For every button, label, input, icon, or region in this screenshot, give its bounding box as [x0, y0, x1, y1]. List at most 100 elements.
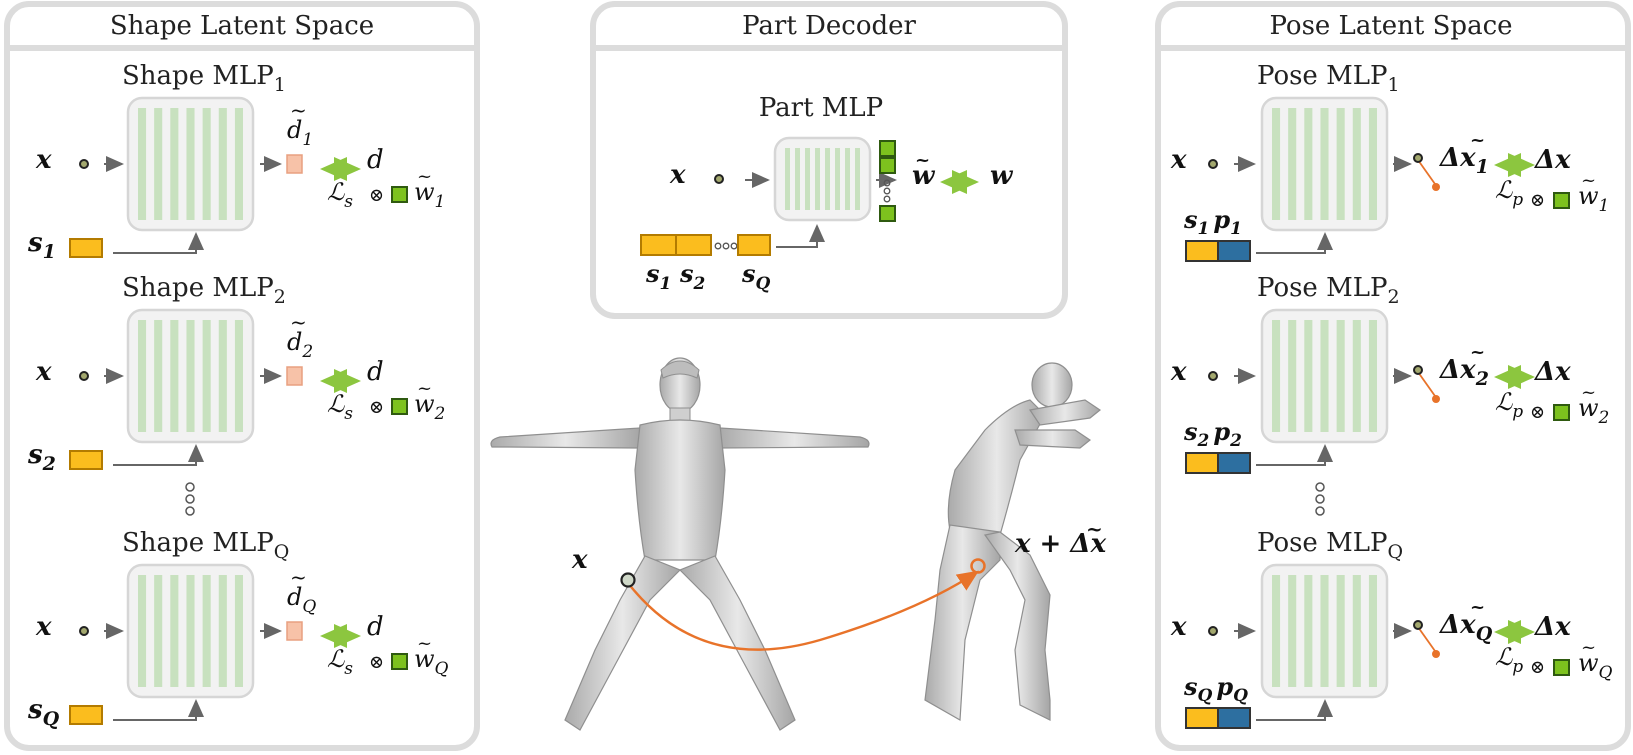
shape-panel-title: Shape Latent Space [110, 11, 374, 41]
mlp-stripe [154, 320, 163, 432]
weight-cell [879, 205, 896, 222]
mlp-stripe [138, 320, 147, 432]
input-point-icon [1208, 159, 1218, 169]
shape-latent-label: s1 [27, 228, 56, 263]
pose-input-x: x [1170, 357, 1187, 387]
shape-mlp-title: Shape MLP1 [122, 61, 286, 96]
pose-latent-code [1217, 707, 1251, 729]
mlp-stripe [186, 108, 195, 220]
latent-ellipsis-dot [722, 242, 730, 250]
tilde-mark: ~ [290, 565, 307, 589]
mlp-stripe [1320, 320, 1329, 432]
shape-latent-code [1185, 452, 1219, 474]
shape-latent-code [69, 238, 103, 258]
shape-latent-label: s2 [27, 440, 56, 475]
svg-text:x + Δx: x + Δx [1014, 529, 1107, 559]
weight-ellipsis-dot [883, 187, 891, 195]
mlp-stripe [1336, 320, 1345, 432]
tilde-mark: ~ [417, 633, 432, 654]
tilde-mark: ~ [290, 98, 307, 122]
pose-latent-code [1217, 240, 1251, 262]
mlp-stripe [845, 148, 850, 210]
mlp-stripe [1272, 108, 1281, 220]
sdf-target-label: d [367, 145, 384, 175]
mlp-stripe [138, 575, 147, 687]
displacement-start-dot [1413, 620, 1423, 630]
sdf-pred-label: dQ [287, 583, 316, 617]
tilde-mark: ~ [1470, 597, 1485, 618]
shape-ellipsis [185, 482, 195, 516]
tilde-mark: ~ [1581, 170, 1596, 191]
weight-square [391, 653, 408, 670]
mlp-stripe [1304, 320, 1313, 432]
weight-square [391, 398, 408, 415]
shape-mlp-title: Shape MLP2 [122, 273, 286, 308]
mlp-stripe [1272, 575, 1281, 687]
shape-loss-label: ℒs [327, 178, 353, 212]
mlp-stripe [186, 575, 195, 687]
sdf-target-label: d [367, 612, 384, 642]
latent-ellipsis-dot [730, 242, 738, 250]
shape-loss-label: ℒs [327, 390, 353, 424]
displacement-line [1417, 159, 1436, 185]
tilde-mark: ~ [1470, 130, 1485, 151]
displacement-line [1417, 626, 1436, 652]
tilde-mark: ~ [1581, 637, 1596, 658]
otimes-icon: ⊗ [1530, 657, 1545, 678]
mlp-stripe [186, 320, 195, 432]
input-point-icon [1208, 371, 1218, 381]
shape-weight-label: wQ [414, 645, 449, 679]
mlp-stripe [835, 148, 840, 210]
shape-mlp-box [126, 563, 255, 699]
pose-mlp-title: Pose MLPQ [1257, 528, 1403, 563]
sdf-output-square [286, 366, 303, 386]
mlp-stripe [1320, 575, 1329, 687]
sdf-output-square [286, 154, 303, 174]
displacement-start-dot [1413, 153, 1423, 163]
decoder-latent-label: s1 [645, 259, 671, 294]
pose-delta-target-label: Δx [1533, 145, 1571, 175]
tilde-mark: ~ [417, 378, 432, 399]
tilde-mark: ~ [1581, 382, 1596, 403]
weight-square [1553, 404, 1570, 421]
weight-square [1553, 659, 1570, 676]
shape-mlp-title: Shape MLPQ [122, 528, 289, 563]
mlp-stripe [1368, 320, 1377, 432]
latent-s1-code [640, 234, 677, 256]
otimes-icon: ⊗ [369, 652, 384, 673]
input-point-icon [714, 174, 724, 184]
sdf-target-label: d [367, 357, 384, 387]
input-point-icon [79, 159, 89, 169]
t-pose-body [490, 357, 870, 731]
mlp-stripe [154, 108, 163, 220]
mlp-stripe [1352, 320, 1361, 432]
pose-panel-title: Pose Latent Space [1269, 11, 1512, 41]
part-mlp-title: Part MLP [759, 93, 883, 123]
mlp-stripe [785, 148, 790, 210]
mlp-stripe [202, 575, 211, 687]
displacement-start-dot [1413, 365, 1423, 375]
mlp-stripe [234, 108, 243, 220]
otimes-icon: ⊗ [1530, 402, 1545, 423]
shape-input-x: x [35, 612, 52, 642]
latent-arrow [113, 232, 204, 254]
otimes-icon: ⊗ [369, 185, 384, 206]
pose-delta-pred-label: Δx1 [1438, 143, 1489, 178]
mlp-stripe [218, 575, 227, 687]
sdf-output-square [286, 621, 303, 641]
pose-latent-panel: Pose Latent Space [1155, 1, 1631, 751]
shape-input-x: x [35, 145, 52, 175]
mlp-stripe [1368, 575, 1377, 687]
weight-cell [879, 140, 896, 157]
tilde-mark: ~ [290, 310, 307, 334]
latent-arrow [776, 224, 825, 248]
mlp-stripe [855, 148, 860, 210]
shape-latent-code [1185, 240, 1219, 262]
